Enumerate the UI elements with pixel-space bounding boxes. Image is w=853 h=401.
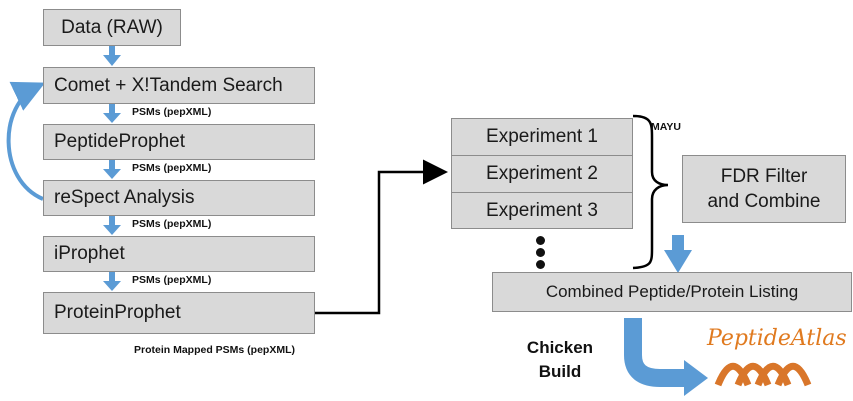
- feedback-arrow: [6, 81, 46, 201]
- psm-label-3: PSMs (pepXML): [132, 218, 212, 230]
- search-label: Comet + X!Tandem Search: [54, 74, 283, 96]
- fdr-line-1: FDR Filter: [720, 166, 808, 187]
- combined-listing-label: Combined Peptide/Protein Listing: [545, 282, 799, 301]
- down-arrow-1: [103, 46, 121, 66]
- ellipsis-dot-3: [536, 260, 545, 269]
- build-arrow-head: [684, 360, 708, 396]
- psm-label-1: PSMs (pepXML): [132, 106, 212, 118]
- fdr-down-arrow: [664, 235, 692, 273]
- fdr-line-2: and Combine: [707, 191, 821, 212]
- iprophet-box: iProphet: [43, 236, 315, 272]
- proteinprophet-box: ProteinProphet: [43, 292, 315, 334]
- elbow-connector: [315, 159, 448, 315]
- down-arrow-5: [103, 272, 121, 291]
- chicken-label: Chicken: [526, 338, 594, 357]
- build-arrow-shaft: [624, 318, 686, 387]
- peptideatlas-logo-text: PeptideAtlas: [707, 326, 847, 351]
- protein-mapped-label: Protein Mapped PSMs (pepXML): [134, 344, 296, 356]
- down-arrow-3: [103, 160, 121, 179]
- peptideprophet-box: PeptideProphet: [43, 124, 315, 160]
- experiment-2-label: Experiment 2: [486, 163, 598, 184]
- data-raw-box: Data (RAW): [43, 9, 181, 46]
- iprophet-label: iProphet: [54, 243, 125, 264]
- helix-graphic: [714, 362, 812, 387]
- experiment-3-box: Experiment 3: [451, 192, 633, 229]
- combined-listing-box: Combined Peptide/Protein Listing: [492, 272, 852, 312]
- build-label: Build: [538, 362, 582, 381]
- peptideatlas-logo: PeptideAtlas: [707, 326, 847, 351]
- search-box: Comet + X!Tandem Search: [43, 67, 315, 104]
- fdr-filter-box: FDR Filter and Combine: [682, 155, 846, 223]
- ellipsis-dot-1: [536, 236, 545, 245]
- experiment-1-box: Experiment 1: [451, 118, 633, 156]
- experiment-2-box: Experiment 2: [451, 155, 633, 193]
- psm-label-4: PSMs (pepXML): [132, 274, 212, 286]
- peptideprophet-label: PeptideProphet: [54, 131, 185, 152]
- mayu-label: MAYU: [651, 121, 681, 133]
- psm-label-2: PSMs (pepXML): [132, 162, 212, 174]
- experiment-1-label: Experiment 1: [486, 126, 598, 147]
- respect-box: reSpect Analysis: [43, 180, 315, 216]
- experiment-3-label: Experiment 3: [486, 199, 598, 221]
- chicken-build-label: Chicken Build: [510, 336, 610, 384]
- down-arrow-4: [103, 216, 121, 235]
- down-arrow-2: [103, 104, 121, 123]
- data-raw-label: Data (RAW): [61, 16, 163, 38]
- respect-label: reSpect Analysis: [54, 187, 195, 208]
- curly-brace: [632, 114, 669, 270]
- ellipsis-dot-2: [536, 248, 545, 257]
- proteinprophet-label: ProteinProphet: [54, 302, 181, 323]
